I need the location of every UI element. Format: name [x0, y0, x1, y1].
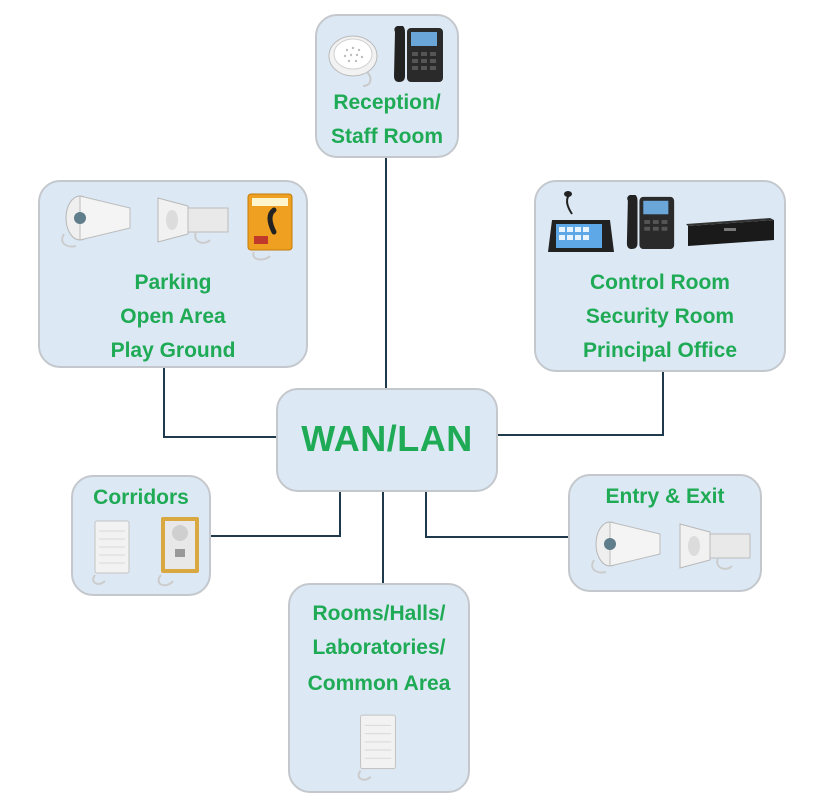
- link-control: [497, 371, 664, 436]
- horn-speaker-icon: [679, 523, 751, 570]
- rooms-label-line-3: Common Area: [307, 672, 451, 695]
- hub-label: WAN/LAN: [301, 418, 473, 459]
- wall-speaker-icon: [92, 520, 130, 585]
- rooms-label-line-1: Rooms/Halls/: [312, 602, 446, 625]
- ceiling-speaker-icon: [328, 35, 378, 87]
- control-label-line-1: Control Room: [590, 271, 730, 294]
- amplifier-icon: [686, 218, 774, 246]
- horn-speaker-icon: [61, 195, 131, 248]
- parking-label-line-3: Play Ground: [110, 339, 236, 362]
- link-corridors: [208, 490, 341, 537]
- emergency-intercom-icon: [247, 193, 293, 261]
- ip-phone-icon: [394, 26, 443, 82]
- node-corridors: Corridors: [71, 475, 211, 596]
- rooms-label-line-2: Laboratories/: [312, 636, 446, 659]
- corridors-label: Corridors: [93, 486, 189, 509]
- node-reception: Reception/ Staff Room: [315, 14, 459, 158]
- reception-label-line-1: Reception/: [333, 91, 441, 114]
- wall-speaker-icon: [357, 714, 396, 781]
- link-parking: [163, 367, 277, 438]
- node-parking: Parking Open Area Play Ground: [38, 180, 308, 368]
- control-label-line-3: Principal Office: [582, 339, 738, 362]
- ip-phone-icon: [626, 195, 675, 249]
- control-label-line-2: Security Room: [585, 305, 735, 328]
- reception-label-line-2: Staff Room: [331, 125, 443, 148]
- intercom-panel-icon: [157, 517, 199, 587]
- horn-speaker-icon: [157, 197, 229, 244]
- node-rooms: Rooms/Halls/ Laboratories/ Common Area: [288, 583, 470, 793]
- paging-console-icon: [548, 191, 614, 252]
- entry-label: Entry & Exit: [605, 485, 725, 508]
- hub-wan-lan: WAN/LAN: [276, 388, 498, 492]
- link-entry: [425, 490, 570, 538]
- node-entry: Entry & Exit: [568, 474, 762, 592]
- parking-label-line-1: Parking: [134, 271, 212, 294]
- parking-label-line-2: Open Area: [120, 305, 226, 328]
- node-control: Control Room Security Room Principal Off…: [534, 180, 786, 372]
- horn-speaker-icon: [591, 521, 661, 574]
